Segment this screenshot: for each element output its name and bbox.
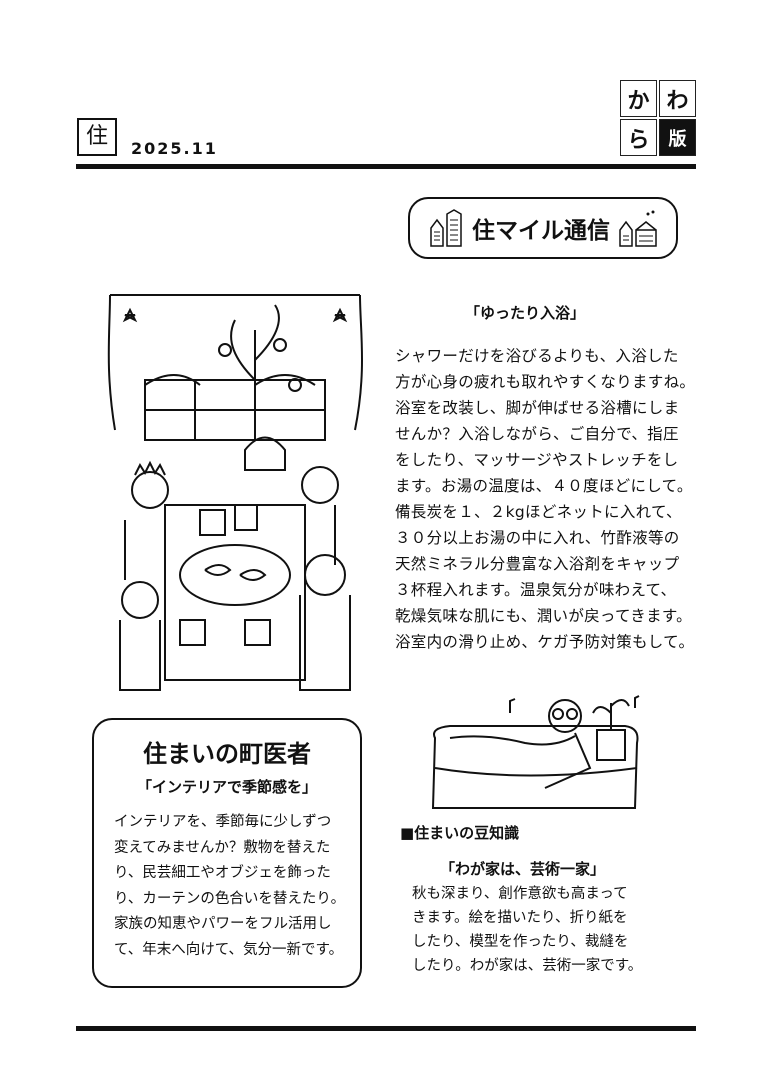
text-line: シャワーだけを浴びるよりも、入浴した xyxy=(395,347,679,365)
doctor-column: 住まいの町医者 「インテリアで季節感を」 インテリアを、季節毎に少しずつ 変えて… xyxy=(92,718,362,988)
text-line: 秋も深まり、創作意欲も高まって xyxy=(412,886,628,902)
text-line: したり、模型を作ったり、裁縫を xyxy=(412,934,629,950)
doctor-column-heading: 「インテリアで季節感を」 xyxy=(136,778,317,796)
text-line: 天然ミネラル分豊富な入浴剤をキャップ xyxy=(395,555,680,573)
title-text: 住マイル通信 xyxy=(472,218,610,244)
text-line: り、民芸細工やオブジェを飾った xyxy=(114,865,331,881)
newsletter-title: 住マイル通信 xyxy=(408,197,678,259)
text-line: せんか？入浴しながら、ご自分で、指圧 xyxy=(395,425,679,443)
text-line: インテリアを、季節毎に少しずつ xyxy=(114,814,332,830)
logo-cell: か xyxy=(620,80,657,117)
text-line: きます。絵を描いたり、折り紙を xyxy=(412,910,628,926)
text-line: ３０分以上お湯の中に入れ、竹酢液等の xyxy=(395,529,680,547)
kawaraban-logo: か わ ら 版 xyxy=(620,80,696,156)
tips-section-title: ■住まいの豆知識 xyxy=(400,824,520,842)
top-divider xyxy=(76,164,696,169)
tips-heading: 「わが家は、芸術一家」 xyxy=(440,860,606,878)
text-line: をしたり、マッサージやストレッチをし xyxy=(395,451,679,469)
main-article-body: シャワーだけを浴びるよりも、入浴した 方が心身の疲れも取れやすくなりますね。 浴… xyxy=(395,343,695,655)
text-line: ます。お湯の温度は、４０度ほどにして。 xyxy=(395,477,693,495)
text-line: り、カーテンの色合いを替えたり。 xyxy=(114,890,346,907)
family-dinner-illustration xyxy=(107,294,363,691)
doctor-column-title: 住まいの町医者 xyxy=(143,740,311,768)
text-line: 方が心身の疲れも取れやすくなりますね。 xyxy=(395,373,696,391)
houses-icon xyxy=(619,210,657,247)
doctor-column-body: インテリアを、季節毎に少しずつ 変えてみませんか？敷物を替えた り、民芸細工やオ… xyxy=(114,810,345,963)
text-line: 乾燥気味な肌にも、潤いが戻ってきます。 xyxy=(395,607,692,625)
text-line: 浴室内の滑り止め、ケガ予防対策もして。 xyxy=(395,633,695,651)
text-line: て、年末へ向けて、気分一新です。 xyxy=(114,941,344,958)
bottom-divider xyxy=(76,1026,696,1031)
text-line: 備長炭を１、２kgほどネットに入れて、 xyxy=(395,503,682,521)
issue-date: 2025.11 xyxy=(131,139,218,158)
logo-cell: ら xyxy=(620,119,657,156)
text-line: 家族の知恵やパワーをフル活用し xyxy=(114,916,332,932)
bath-illustration xyxy=(431,695,640,809)
text-line: ３杯程入れます。温泉気分が味わえて、 xyxy=(395,581,677,599)
logo-cell: 版 xyxy=(659,119,696,156)
category-mark: 住 xyxy=(77,118,117,156)
text-line: したり。わが家は、芸術一家です。 xyxy=(412,958,643,974)
text-line: 変えてみませんか？敷物を替えた xyxy=(114,839,331,856)
logo-cell: わ xyxy=(659,80,696,117)
tips-body: 秋も深まり、創作意欲も高まって きます。絵を描いたり、折り紙を したり、模型を作… xyxy=(412,882,642,978)
buildings-icon xyxy=(430,209,462,247)
main-article-heading: 「ゆったり入浴」 xyxy=(465,304,586,322)
text-line: 浴室を改装し、脚が伸ばせる浴槽にしま xyxy=(395,399,680,417)
